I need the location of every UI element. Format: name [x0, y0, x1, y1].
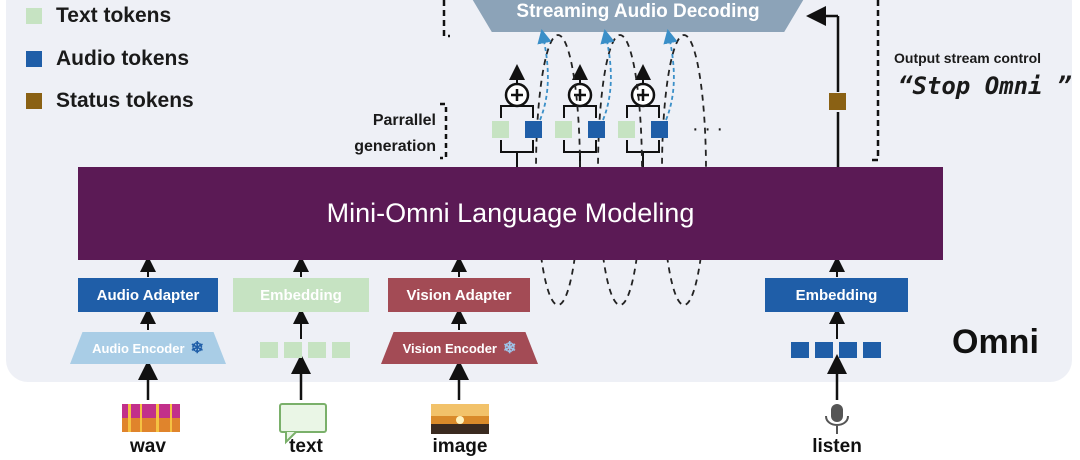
listen-embedding: Embedding: [765, 278, 908, 312]
legend-label: Status tokens: [56, 89, 194, 112]
snowflake-icon: ❄: [190, 340, 204, 357]
text-input-token: [284, 342, 302, 358]
audio-input-token: [791, 342, 809, 358]
text-caption: text: [289, 436, 323, 457]
audio-input-token: [815, 342, 833, 358]
image-caption: image: [432, 436, 488, 457]
omni-model-name: Omni: [952, 323, 1039, 361]
stop-omni-text: “Stop Omni ”: [898, 72, 1072, 100]
status-token-swatch: [26, 93, 42, 109]
audio-encoder-label: Audio Encoder: [92, 340, 185, 356]
text-bubble-icon: [279, 403, 327, 445]
text-embedding: Embedding: [233, 278, 369, 312]
audio-token: [525, 121, 542, 138]
output-stream-control-label: Output stream control: [894, 50, 1042, 66]
vision-adapter: Vision Adapter: [388, 278, 530, 312]
audio-input-token: [863, 342, 881, 358]
language-model-block: Mini-Omni Language Modeling: [78, 167, 943, 260]
audio-adapter: Audio Adapter: [78, 278, 218, 312]
legend-status-tokens: Status tokens: [26, 89, 194, 113]
wav-caption: wav: [130, 436, 166, 457]
snowflake-icon: ❄: [503, 340, 517, 357]
vision-encoder-label: Vision Encoder: [402, 340, 497, 356]
audio-input-token: [839, 342, 857, 358]
audio-token: [651, 121, 668, 138]
text-input-token: [308, 342, 326, 358]
listen-caption: listen: [812, 436, 862, 457]
parallel-generation-label: Parrallel generation: [326, 108, 436, 160]
audio-token: [588, 121, 605, 138]
parallel-label-line2: generation: [354, 138, 436, 155]
status-token: [829, 93, 846, 110]
text-input-token: [332, 342, 350, 358]
text-token: [618, 121, 635, 138]
image-icon: [431, 404, 489, 434]
microphone-icon: [825, 404, 849, 434]
wav-icon: [122, 404, 180, 432]
text-input-token: [260, 342, 278, 358]
parallel-label-line1: Parrallel: [372, 112, 436, 129]
legend-label: Text tokens: [56, 4, 172, 27]
legend-audio-tokens: Audio tokens: [26, 47, 189, 71]
vision-encoder: Vision Encoder ❄: [381, 332, 538, 364]
text-token: [492, 121, 509, 138]
legend-label: Audio tokens: [56, 47, 190, 70]
ellipsis: · · ·: [692, 118, 724, 140]
audio-token-swatch: [26, 51, 42, 67]
text-token-swatch: [26, 8, 42, 24]
token-group-1: [500, 64, 534, 167]
text-token: [555, 121, 572, 138]
token-group-3: [626, 64, 660, 167]
streaming-audio-decoder: Streaming Audio Decoding: [468, 0, 808, 32]
legend-text-tokens: Text tokens: [26, 4, 171, 28]
audio-encoder: Audio Encoder ❄: [70, 332, 226, 364]
